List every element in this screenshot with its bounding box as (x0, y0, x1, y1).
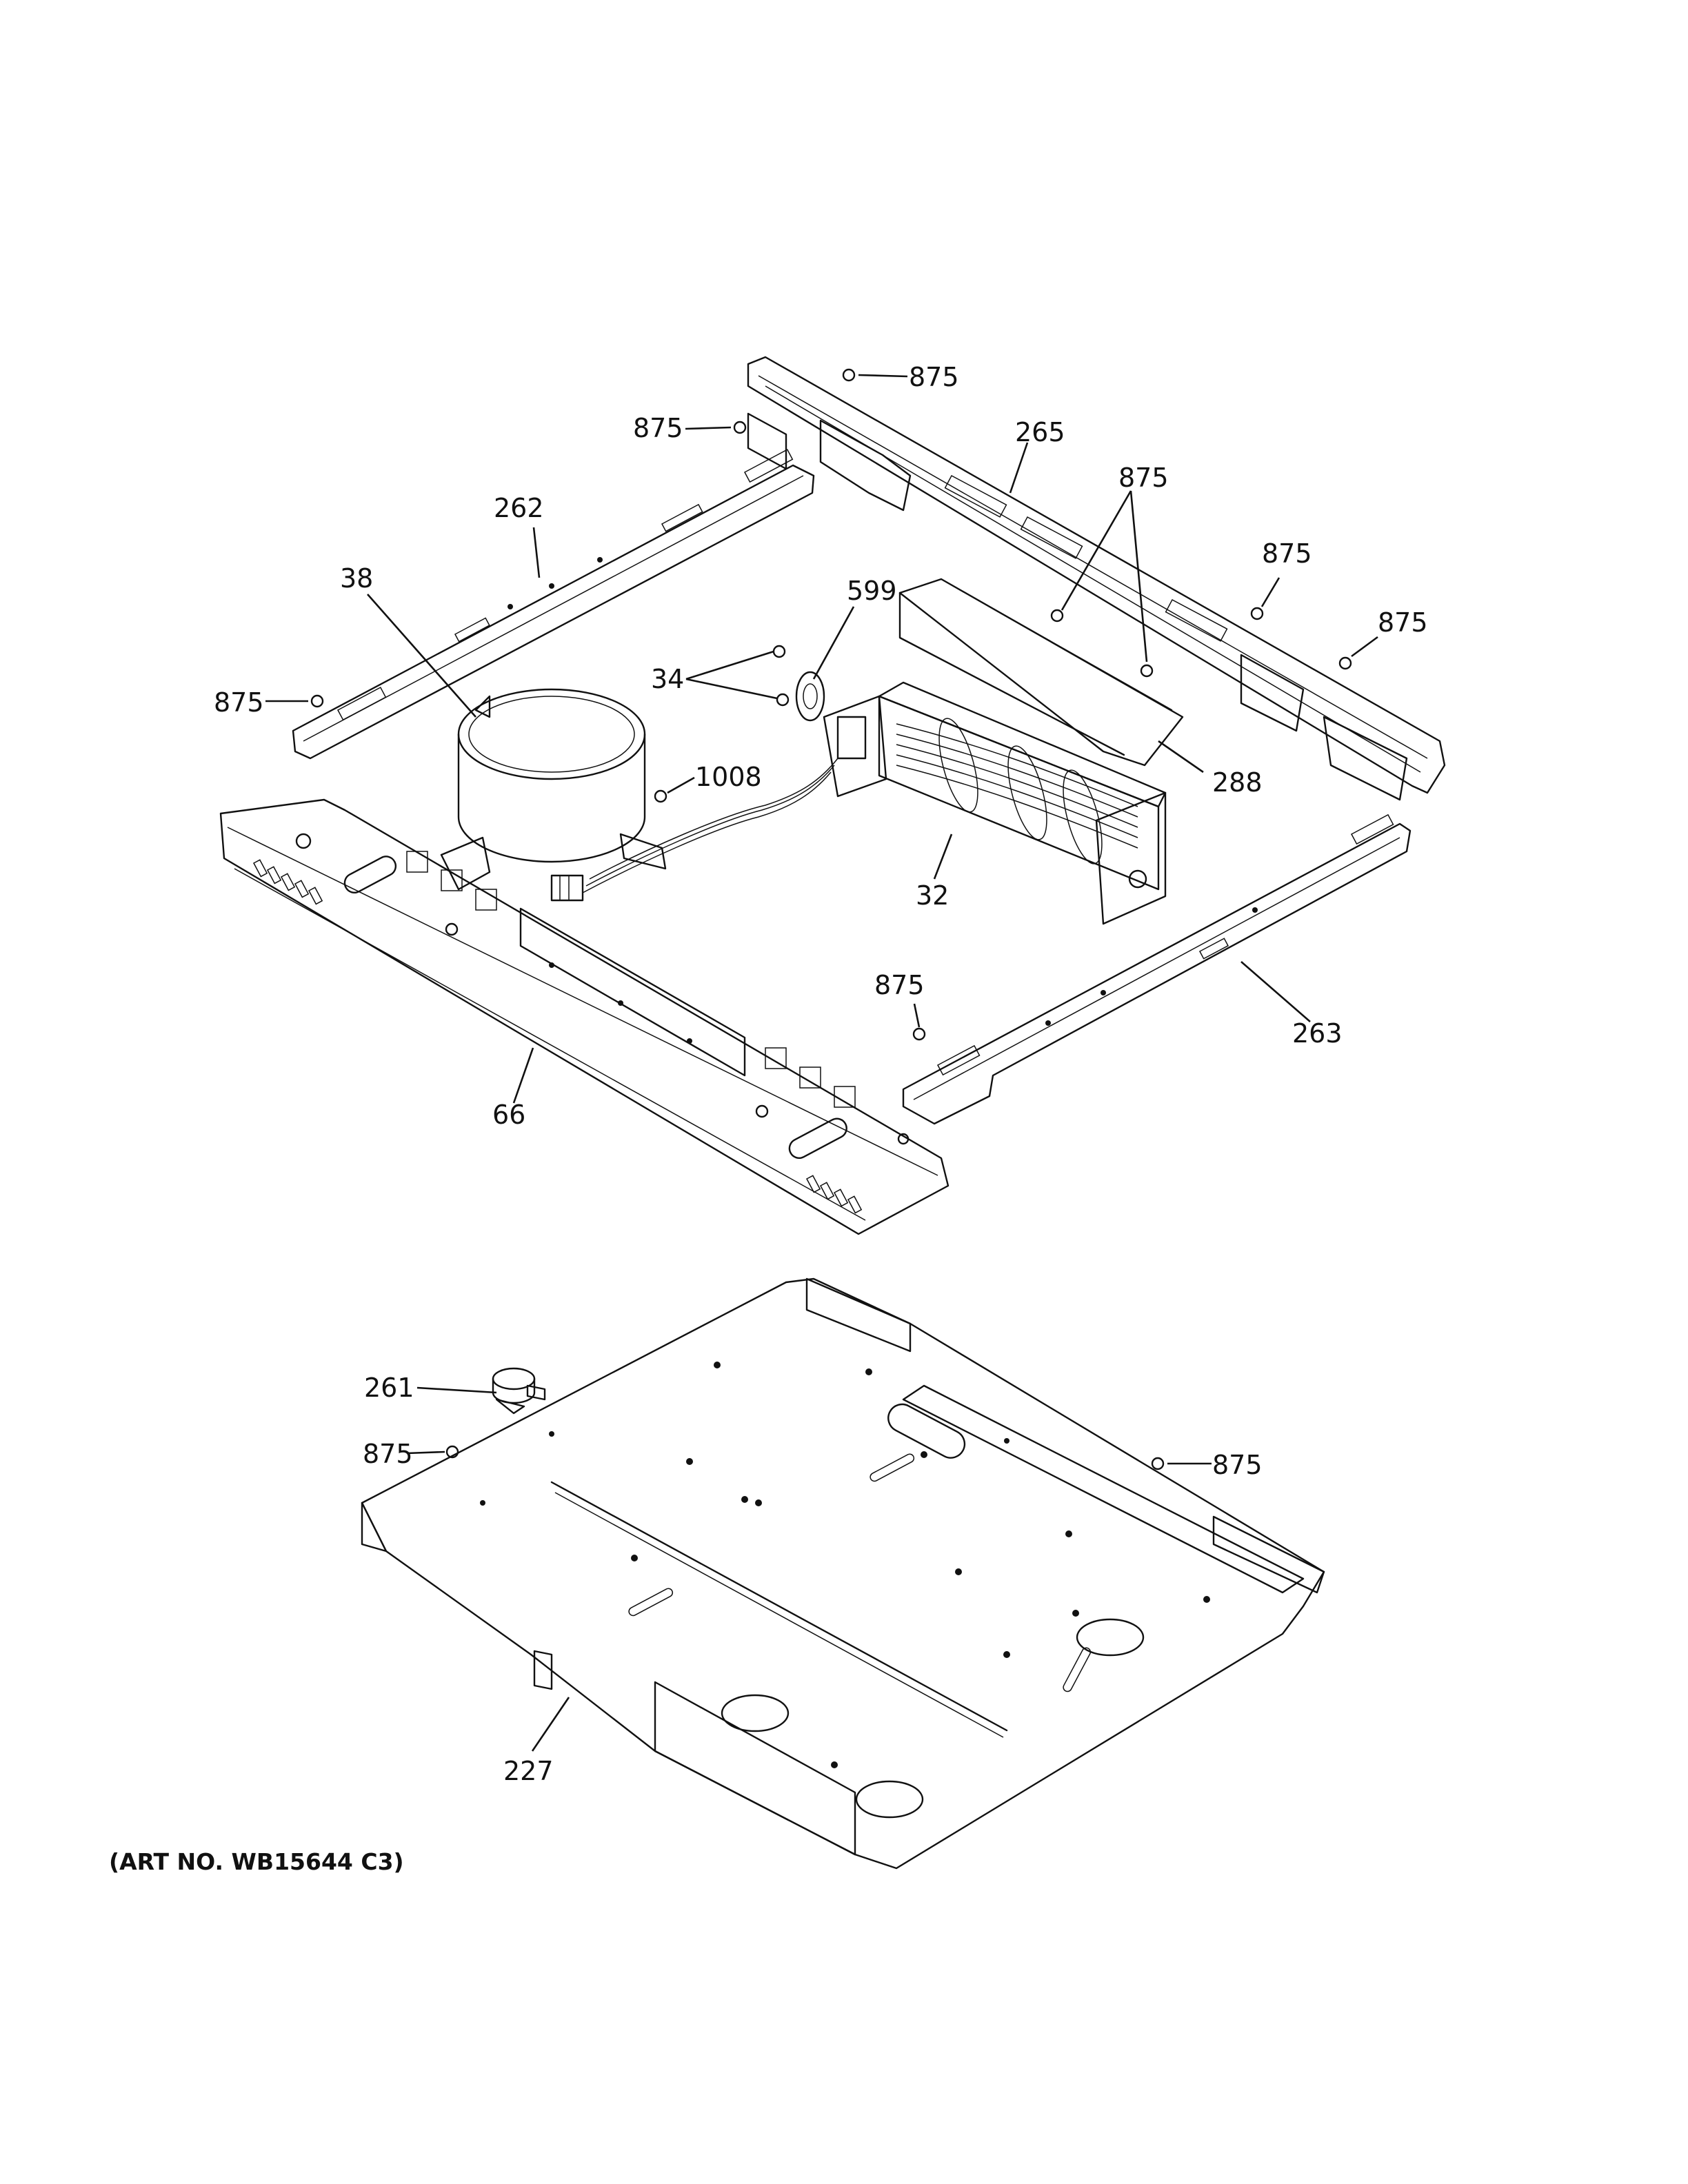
callout-875-lowerright: 875 (1212, 1450, 1263, 1480)
leader-lines (265, 374, 1378, 1752)
callout-265: 265 (1015, 417, 1065, 447)
wire-harness (550, 758, 838, 902)
fan-blade-rows (896, 723, 1138, 849)
screw-markers (310, 368, 1352, 1470)
callout-1008: 1008 (695, 762, 762, 792)
thermostat-261 (492, 1367, 546, 1415)
callout-66: 66 (492, 1100, 525, 1130)
callout-875-pair: 875 (1118, 463, 1169, 493)
rear-rail-265 (747, 356, 1446, 801)
callout-875-lowerleft: 875 (363, 1439, 413, 1469)
bottom-panel-227 (361, 1277, 1325, 1870)
callout-875-top: 875 (909, 362, 959, 392)
callout-875-left: 875 (214, 687, 264, 718)
air-duct-288 (898, 578, 1184, 767)
left-rail-262 (292, 449, 815, 760)
vent-slots-left (252, 859, 323, 905)
callout-263: 263 (1292, 1018, 1343, 1049)
callout-261: 261 (364, 1373, 414, 1403)
bracket-599 (795, 671, 825, 722)
callout-labels: 875 875 265 875 262 875 875 38 599 34 87… (214, 362, 1428, 1786)
screws-34 (772, 645, 790, 707)
callout-875-mid: 875 (874, 970, 925, 1000)
callout-262: 262 (494, 493, 544, 523)
callout-288: 288 (1212, 767, 1263, 798)
callout-34: 34 (651, 664, 684, 694)
callout-875-right2: 875 (1378, 607, 1428, 638)
vent-slots-right (805, 1175, 863, 1214)
callout-599: 599 (847, 576, 897, 606)
front-panel-66 (219, 798, 950, 1235)
callout-875-upperleft: 875 (633, 413, 683, 443)
right-rail-263 (902, 813, 1411, 1125)
callout-875-right1: 875 (1262, 538, 1312, 569)
cross-flow-fan-32 (823, 681, 1167, 925)
art-number-caption: (ART NO. WB15644 C3) (109, 1848, 404, 1875)
callout-227: 227 (503, 1756, 554, 1786)
callout-38: 38 (340, 563, 373, 594)
blower-ring-38 (440, 688, 667, 891)
callout-32: 32 (916, 880, 949, 911)
